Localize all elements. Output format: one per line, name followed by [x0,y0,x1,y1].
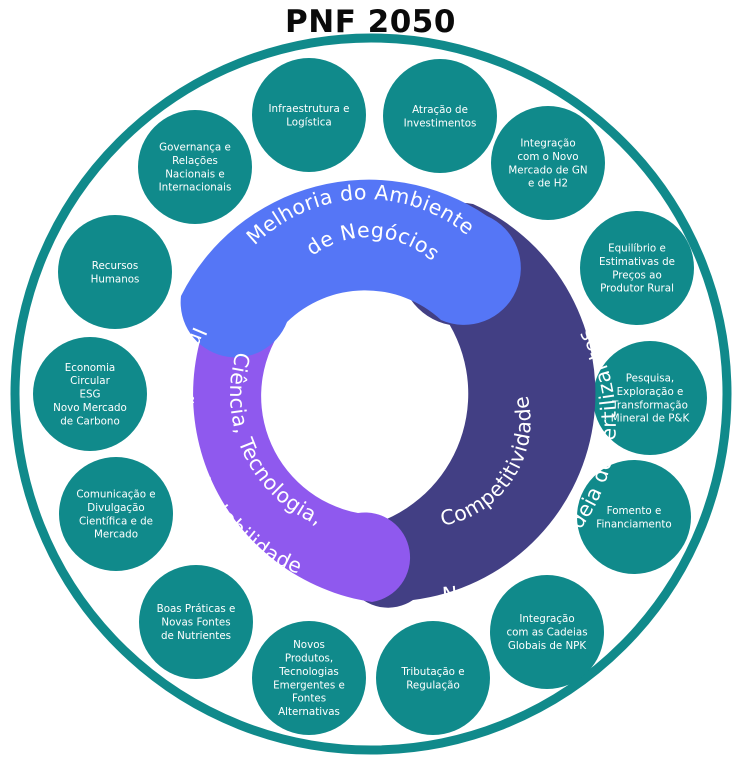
bubble-line: Logística [286,116,332,128]
bubble-line: Regulação [406,679,460,691]
bubble-line: Equilíbrio e [608,243,666,255]
bubble-line: Produtos, [285,653,333,665]
bubble-line: Investimentos [404,117,477,129]
bubble-line: Mercado de GN [508,164,587,176]
bubble-novos-produtos [252,621,366,735]
bubble-line: de Nutrientes [161,630,231,642]
bubble-line: Governança e [159,142,231,154]
bubble-line: Novas Fontes [161,617,230,629]
bubble-line: Científica e de [79,515,153,527]
bubble-line: Financiamento [596,518,671,530]
bubble-line: Boas Práticas e [157,603,236,615]
bubble-integracao-npk [490,575,604,689]
bubble-line: Divulgação [87,502,144,514]
bubble-recursos [58,215,172,329]
segment-ambiente [180,179,521,358]
bubble-boas-praticas [139,565,253,679]
bubble-line: ESG [79,389,100,401]
bubble-integracao-gn [491,106,605,220]
bubble-line: Preços ao [612,269,662,281]
bubble-fomento [577,460,691,574]
bubble-line: Novo Mercado [53,402,127,414]
bubble-line: Alternativas [278,706,340,718]
segment-competitividade [343,202,596,608]
core-cycle [180,179,596,608]
bubble-line: Pesquisa, [626,373,674,385]
outer-ring [10,33,732,755]
bubble-line: Infraestrutura e [269,103,350,115]
bubble-line: Comunicação e [76,489,155,501]
bubble-line: Exploração e [617,386,684,398]
bubble-line: Humanos [91,273,140,285]
bubble-line: com as Cadeias [506,627,587,639]
bubble-line: Internacionais [159,182,232,194]
bubble-line: Integração [520,138,575,150]
bubble-atracao [383,59,497,173]
bubble-comunicacao [59,457,173,571]
bubble-line: Tecnologias [278,666,339,678]
bubble-line: Mineral de P&K [611,413,690,425]
bubble-equilibrio [580,211,694,325]
bubble-line: Estimativas de [599,256,675,268]
core-hole [278,301,466,489]
bubble-line: Tributação e [400,666,464,678]
diagram-title: PNF 2050 [285,4,456,40]
bubble-line: Relações [172,155,218,167]
bubble-line: e de H2 [528,178,568,190]
bubble-line: Atração de [412,104,468,116]
bubble-line: Recursos [92,260,138,272]
bubble-line: Fomento e [607,505,662,517]
bubble-line: Novos [293,639,325,651]
bubble-infraestrutura [252,58,366,172]
bubble-line: Globais de NPK [508,640,587,652]
bubble-pesquisa [593,341,707,455]
bubble-governanca [138,110,252,224]
bubble-line: Emergentes e [273,679,345,691]
bubble-line: Mercado [94,529,138,541]
bubble-line: Transformação [611,399,688,411]
bubble-line: com o Novo [517,151,578,163]
bubble-line: Fontes [292,693,326,705]
bubble-line: Integração [519,613,574,625]
bubble-tributacao [376,621,490,735]
bubble-economia [33,337,147,451]
bubble-line: Nacionais e [165,168,225,180]
bubble-line: Economia [65,362,116,374]
bubble-line: Produtor Rural [600,283,674,295]
bubble-line: Circular [70,375,110,387]
bubble-line: de Carbono [60,415,120,427]
